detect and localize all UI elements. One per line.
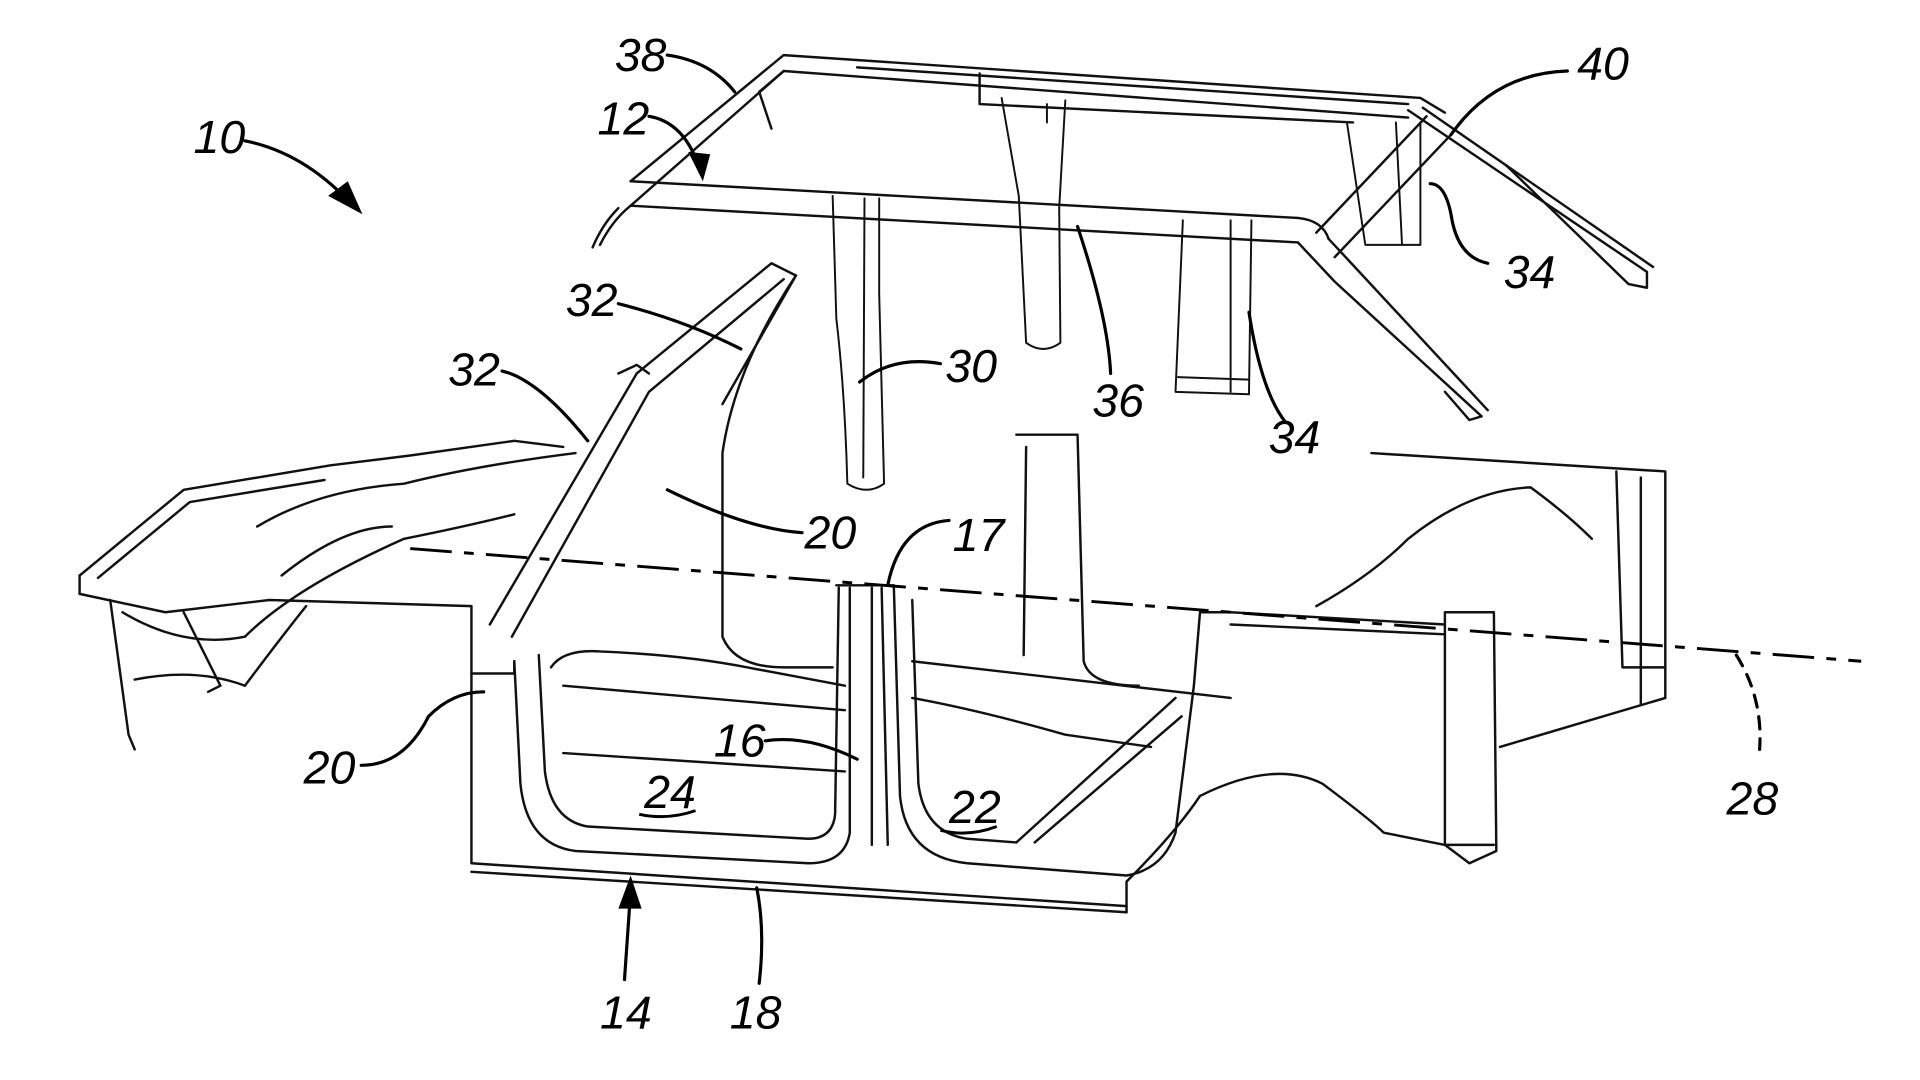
label-rear-door-opening: 22 (948, 781, 1001, 833)
label-rear-header: 40 (1577, 38, 1629, 90)
label-side-panel-upper: 20 (803, 507, 856, 559)
roof-module (591, 53, 1655, 491)
label-b-pillar: 16 (714, 715, 766, 767)
label-front-door-opening: 24 (643, 766, 696, 818)
label-axis: 28 (1726, 772, 1779, 824)
leader-lines (243, 53, 1762, 985)
axis-line (410, 547, 1862, 663)
label-roof-b-pillar: 30 (945, 340, 997, 392)
label-a-pillar-lower: 32 (448, 344, 500, 396)
label-body-module: 14 (600, 987, 652, 1039)
reference-labels: 10 38 12 40 34 34 36 30 32 32 20 17 16 2… (193, 29, 1778, 1039)
label-vehicle: 10 (193, 111, 245, 163)
label-side-panel-front: 20 (303, 742, 356, 794)
label-pillar-top: 17 (953, 509, 1007, 561)
label-rocker: 18 (730, 987, 782, 1039)
label-a-pillar-upper: 32 (566, 274, 618, 326)
label-header: 38 (615, 29, 667, 81)
body-module (78, 262, 1667, 914)
label-roof-c-pillar-rear: 34 (1504, 246, 1556, 298)
label-roof-rail: 36 (1092, 374, 1144, 426)
label-roof-c-pillar: 34 (1269, 411, 1321, 463)
label-roof-module: 12 (598, 93, 650, 145)
